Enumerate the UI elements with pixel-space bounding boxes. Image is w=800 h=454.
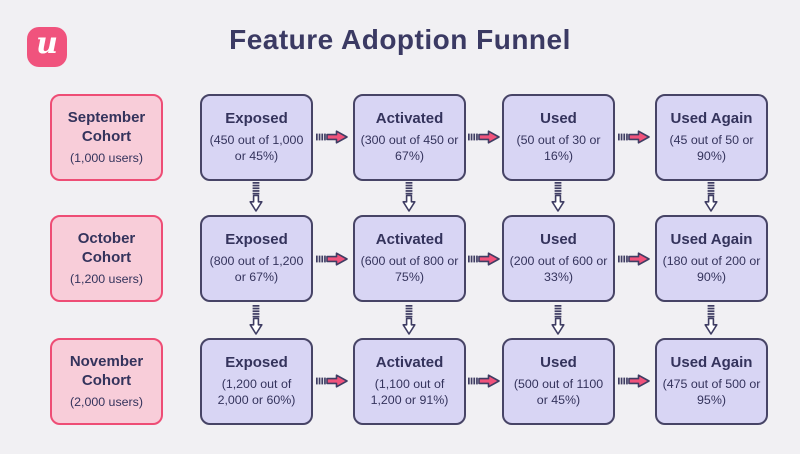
stage-detail: (800 out of 1,200 or 67%) [209, 254, 304, 285]
stage-detail: (1,100 out of 1,200 or 91%) [370, 377, 449, 408]
stage-title: Used [540, 354, 577, 372]
logo-letter: u [36, 26, 58, 61]
stage-title: Used [540, 231, 577, 249]
right-arrow-icon [468, 251, 502, 267]
stage-box-used: Used (200 out of 600 or 33%) [502, 215, 615, 302]
cohort-name: September Cohort [67, 109, 146, 145]
cohort-name: November Cohort [69, 353, 144, 389]
right-arrow-icon [316, 251, 350, 267]
cohort-users: (1,200 users) [69, 271, 143, 286]
stage-detail: (1,200 out of 2,000 or 60%) [217, 377, 296, 408]
page-title: Feature Adoption Funnel [229, 24, 571, 55]
down-arrow-icon [248, 182, 264, 213]
stage-box-activated: Activated (600 out of 800 or 75%) [353, 215, 466, 302]
stage-box-exposed: Exposed (450 out of 1,000 or 45%) [200, 94, 313, 181]
stage-title: Used Again [670, 231, 753, 249]
cohort-box-september: September Cohort (1,000 users) [50, 94, 163, 181]
down-arrow-icon [401, 305, 417, 336]
stage-title: Exposed [225, 110, 288, 128]
right-arrow-icon [468, 373, 502, 389]
cohort-box-october: October Cohort (1,200 users) [50, 215, 163, 302]
down-arrow-icon [550, 305, 566, 336]
stage-title: Used Again [670, 110, 753, 128]
cohort-name: October Cohort [77, 230, 136, 266]
down-arrow-icon [401, 182, 417, 213]
cohort-users: (1,000 users) [69, 150, 143, 165]
stage-box-used: Used (500 out of 1100 or 45%) [502, 338, 615, 425]
stage-box-used-again: Used Again (45 out of 50 or 90%) [655, 94, 768, 181]
down-arrow-icon [248, 305, 264, 336]
down-arrow-icon [703, 182, 719, 213]
stage-title: Activated [375, 110, 444, 128]
stage-box-exposed: Exposed (800 out of 1,200 or 67%) [200, 215, 313, 302]
stage-title: Exposed [225, 231, 288, 249]
stage-detail: (500 out of 1100 or 45%) [513, 377, 604, 408]
stage-title: Used Again [670, 354, 753, 372]
down-arrow-icon [703, 305, 719, 336]
cohort-box-november: November Cohort (2,000 users) [50, 338, 163, 425]
stage-box-used-again: Used Again (180 out of 200 or 90%) [655, 215, 768, 302]
cohort-users: (2,000 users) [69, 394, 143, 409]
right-arrow-icon [316, 129, 350, 145]
userpilot-logo: u [27, 27, 67, 67]
stage-detail: (180 out of 200 or 90%) [662, 254, 761, 285]
stage-title: Activated [375, 354, 444, 372]
stage-title: Activated [375, 231, 444, 249]
right-arrow-icon [618, 373, 652, 389]
stage-title: Exposed [225, 354, 288, 372]
right-arrow-icon [618, 129, 652, 145]
right-arrow-icon [316, 373, 350, 389]
stage-box-used: Used (50 out of 30 or 16%) [502, 94, 615, 181]
right-arrow-icon [468, 129, 502, 145]
stage-detail: (300 out of 450 or 67%) [360, 133, 459, 164]
stage-detail: (450 out of 1,000 or 45%) [209, 133, 304, 164]
stage-box-exposed: Exposed (1,200 out of 2,000 or 60%) [200, 338, 313, 425]
stage-detail: (475 out of 500 or 95%) [662, 377, 761, 408]
stage-detail: (45 out of 50 or 90%) [669, 133, 754, 164]
stage-detail: (200 out of 600 or 33%) [509, 254, 608, 285]
down-arrow-icon [550, 182, 566, 213]
stage-box-used-again: Used Again (475 out of 500 or 95%) [655, 338, 768, 425]
right-arrow-icon [618, 251, 652, 267]
stage-detail: (50 out of 30 or 16%) [516, 133, 601, 164]
stage-box-activated: Activated (1,100 out of 1,200 or 91%) [353, 338, 466, 425]
stage-title: Used [540, 110, 577, 128]
stage-box-activated: Activated (300 out of 450 or 67%) [353, 94, 466, 181]
stage-detail: (600 out of 800 or 75%) [360, 254, 459, 285]
